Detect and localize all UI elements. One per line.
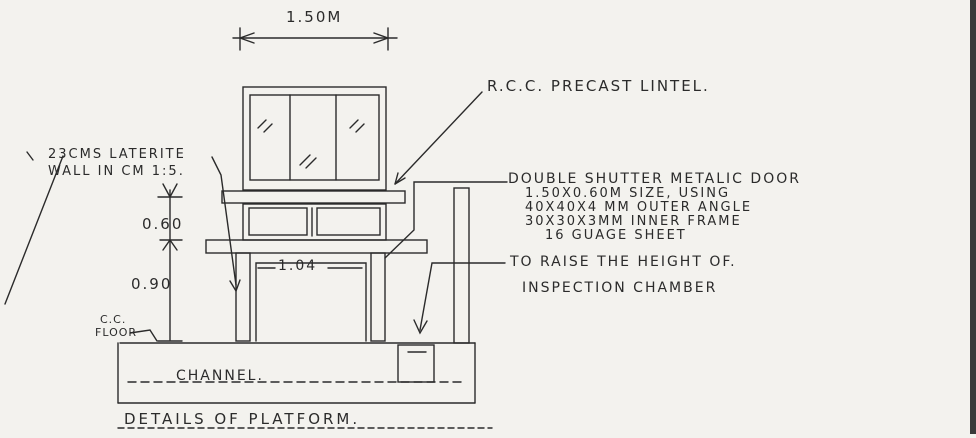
platform-slab [205, 239, 428, 254]
door-note-line-4: 30X30X3MM INNER FRAME [525, 214, 742, 229]
door-note-line-5: 16 GUAGE SHEET [545, 228, 687, 243]
wall-label-line-1: 23CMS LATERITE [48, 147, 186, 162]
channel-label: CHANNEL. [176, 368, 264, 384]
inspection-chamber [397, 344, 435, 383]
inner-width-label: 1.04 [278, 258, 318, 274]
page-edge [970, 0, 976, 434]
right-leg [370, 252, 386, 342]
door-note-line-1: DOUBLE SHUTTER METALIC DOOR [508, 171, 801, 187]
inspection-note-line-2: INSPECTION CHAMBER [522, 280, 718, 296]
height-label-lower: 0.90 [131, 275, 173, 293]
left-leg [235, 252, 251, 342]
door-note-line-2: 1.50X0.60M SIZE, USING [525, 186, 731, 201]
edge-leader [4, 155, 64, 305]
window-frame [242, 86, 387, 191]
inspection-pillar [453, 187, 470, 344]
wall-leader [211, 156, 237, 286]
height-label-upper: 0.60 [142, 215, 184, 233]
drawing-title: DETAILS OF PLATFORM. [124, 410, 361, 428]
overall-width-label: 1.50M [286, 8, 343, 26]
door-note-line-3: 40X40X4 MM OUTER ANGLE [525, 200, 753, 215]
lintel-label: R.C.C. PRECAST LINTEL. [487, 77, 710, 95]
inspection-note-line-1: TO RAISE THE HEIGHT OF. [510, 254, 737, 270]
lintel-leader [394, 91, 483, 185]
chamber-leader [419, 262, 506, 331]
precast-lintel [221, 190, 406, 204]
floor-leader [129, 329, 158, 342]
floor-label-line-2: FLOOR [95, 326, 138, 339]
wall-label-line-2: WALL IN CM 1:5. [48, 164, 185, 179]
door-leader [384, 181, 508, 259]
floor-label-line-1: C.C. [100, 313, 127, 326]
